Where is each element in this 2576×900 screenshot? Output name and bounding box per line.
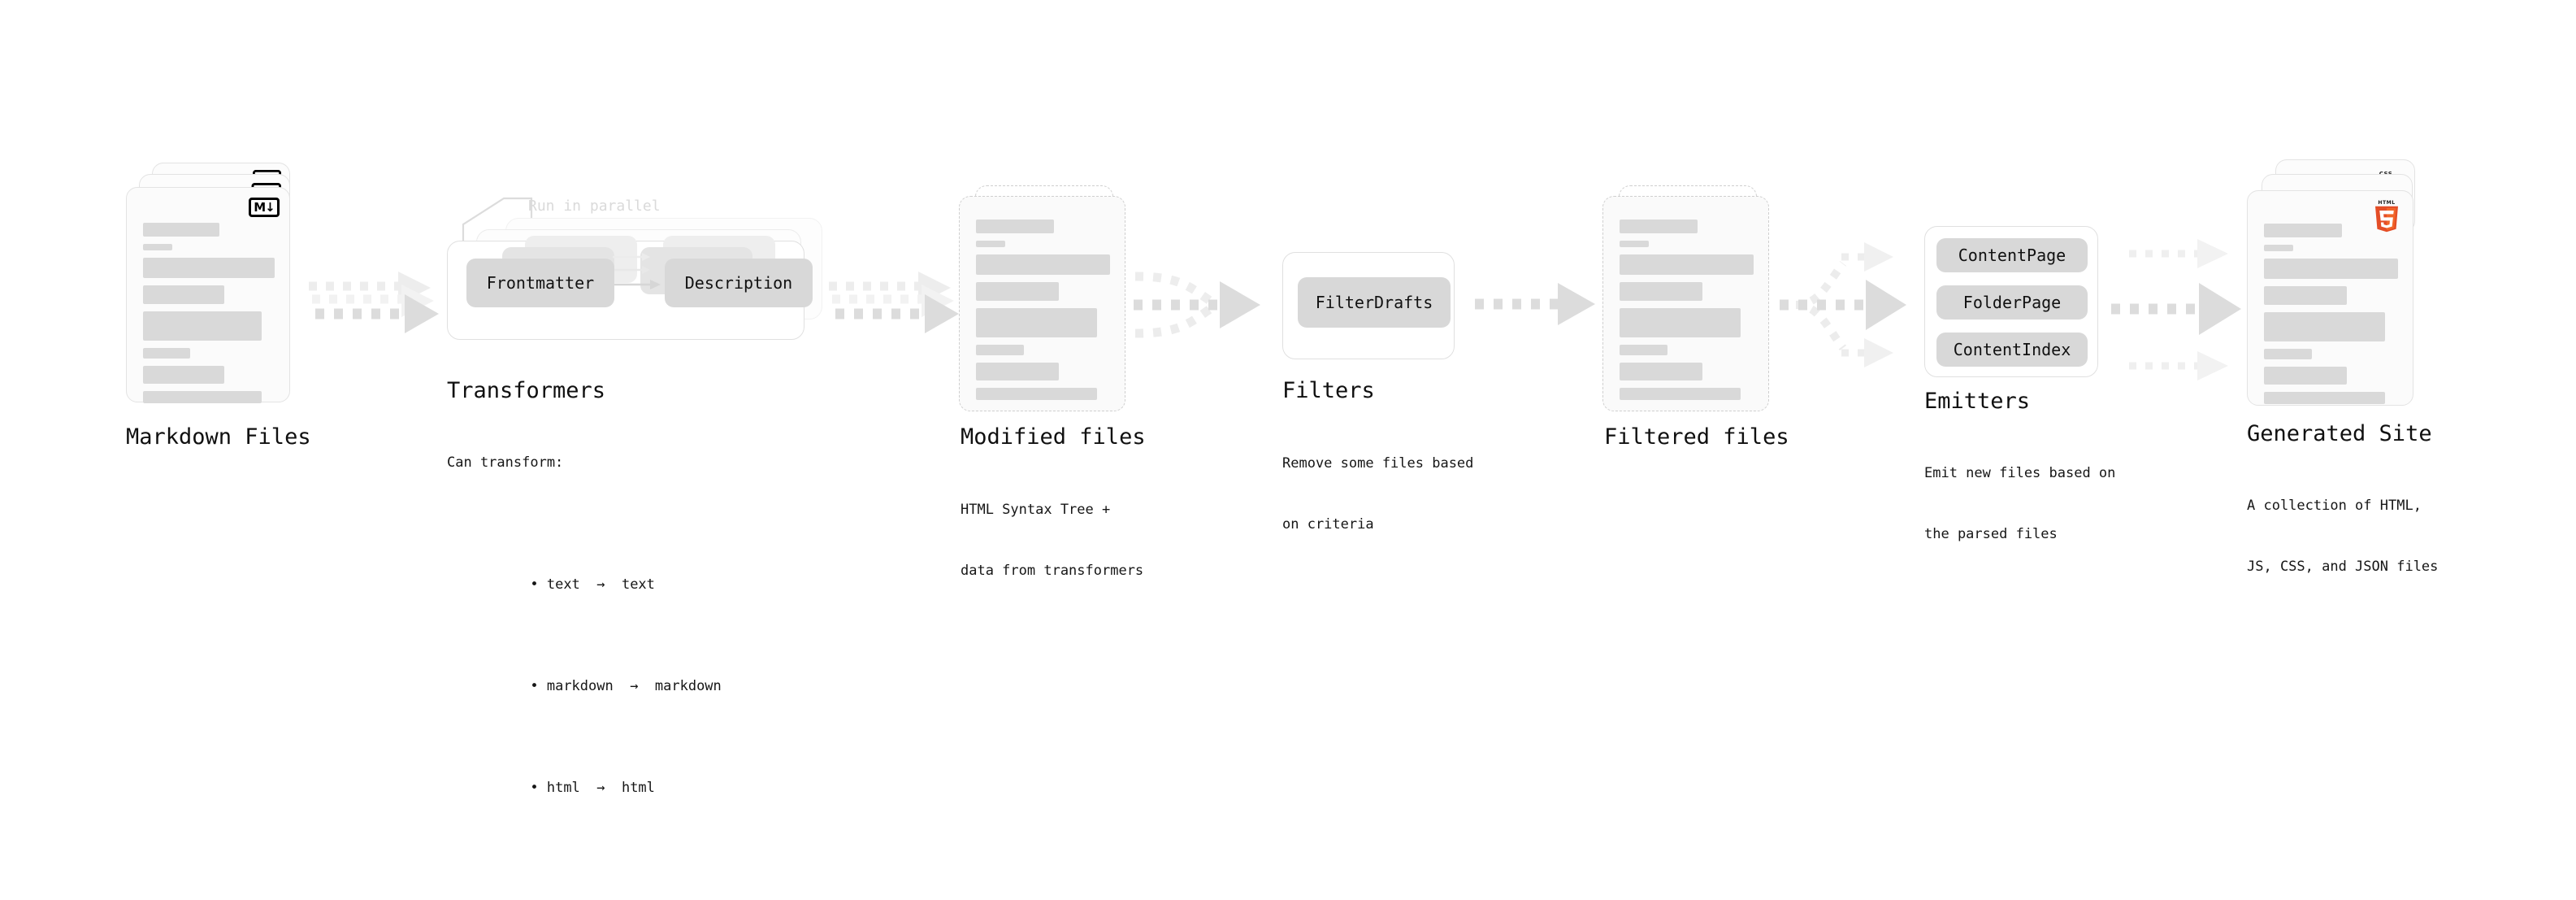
svg-text:HTML: HTML	[2378, 200, 2395, 206]
skeleton-bar	[976, 388, 1097, 400]
bullet-dot: •	[513, 576, 547, 593]
bullet-text: markdown → markdown	[546, 678, 722, 694]
markdown-files-card-stack: M↓ M↓ M↓	[126, 163, 297, 407]
stage-title-filters: Filters	[1282, 378, 1375, 403]
skeleton-bar	[2264, 245, 2294, 251]
skeleton-bar	[2264, 259, 2398, 279]
site-card-front-html: HTML	[2247, 190, 2413, 406]
skeleton-bar	[2264, 349, 2313, 359]
desc-line: Remove some files based	[1282, 455, 1474, 472]
transformer-pill-frontmatter[interactable]: Frontmatter	[466, 259, 614, 307]
site-card-skeleton	[2264, 224, 2398, 411]
skeleton-bar	[1620, 220, 1698, 233]
skeleton-bar	[143, 311, 262, 341]
skeleton-bar	[143, 223, 219, 237]
transformer-pill-description[interactable]: Description	[665, 259, 813, 307]
stage-desc-transformers: Can transform: • text → text • markdown …	[447, 412, 722, 900]
emitters-box: ContentPage FolderPage ContentIndex	[1924, 226, 2098, 377]
list-item: • html → html	[447, 758, 722, 819]
filters-box: FilterDrafts	[1282, 252, 1455, 359]
skeleton-bar	[2264, 367, 2348, 385]
list-item: • text → text	[447, 554, 722, 615]
diagram-canvas: M↓ M↓ M↓ Markdown Files	[126, 159, 2438, 796]
stage-title-markdown-files: Markdown Files	[126, 424, 311, 450]
bullet-text: html → html	[546, 780, 655, 796]
skeleton-bar	[2264, 312, 2385, 341]
skeleton-bar	[976, 282, 1060, 301]
skeleton-bar	[976, 241, 1006, 247]
transformer-inner-arrows-ghost	[613, 253, 650, 274]
skeleton-bar	[1620, 388, 1741, 400]
skeleton-bar	[1620, 345, 1668, 355]
skeleton-bar	[2264, 392, 2385, 404]
skeleton-bar	[976, 220, 1054, 233]
skeleton-bar	[1620, 308, 1741, 337]
skeleton-bar	[976, 254, 1110, 275]
emitter-pill-contentpage[interactable]: ContentPage	[1936, 238, 2088, 272]
skeleton-bar	[976, 345, 1025, 355]
skeleton-bar	[2264, 286, 2348, 305]
run-in-parallel-label: Run in parallel	[528, 198, 661, 215]
skeleton-bar	[143, 258, 275, 278]
stage-title-transformers: Transformers	[447, 378, 606, 403]
desc-line: HTML Syntax Tree +	[961, 502, 1111, 518]
arrow-markdown-to-transformers	[309, 272, 439, 333]
desc-line: A collection of HTML,	[2247, 498, 2422, 514]
skeleton-bar	[1620, 282, 1703, 301]
arrow-emitters-to-site	[2111, 239, 2241, 380]
desc-line: the parsed files	[1924, 526, 2058, 542]
desc-line: Emit new files based on	[1924, 465, 2116, 481]
stage-desc-generated-site: A collection of HTML, JS, CSS, and JSON …	[2247, 455, 2438, 618]
skeleton-bar	[143, 391, 262, 403]
transformer-inner-arrow	[614, 280, 661, 289]
bullet-dot: •	[513, 678, 547, 694]
filtered-card-front	[1602, 196, 1769, 411]
skeleton-bar	[1620, 254, 1754, 275]
arrow-filtered-to-emitters	[1780, 242, 1906, 367]
filtered-files-card-stack	[1602, 185, 1781, 429]
skeleton-bar	[1620, 241, 1650, 247]
skeleton-bar	[2264, 224, 2342, 237]
run-in-parallel-bracket	[462, 197, 533, 254]
modified-files-card-stack	[959, 185, 1138, 429]
skeleton-bar	[976, 308, 1097, 337]
generated-site-card-stack: CSS HTML	[2247, 159, 2434, 411]
stage-desc-modified-files: HTML Syntax Tree + data from transformer…	[961, 459, 1143, 622]
filtered-card-skeleton	[1620, 220, 1754, 407]
stage-title-generated-site: Generated Site	[2247, 421, 2432, 446]
skeleton-bar	[143, 348, 191, 359]
bullet-dot: •	[513, 780, 547, 796]
emitter-pill-folderpage[interactable]: FolderPage	[1936, 285, 2088, 320]
modified-card-front	[959, 196, 1125, 411]
arrow-filters-to-filtered	[1475, 283, 1595, 325]
arrow-transformers-to-modified	[829, 272, 959, 333]
transformers-group: Frontmatter Description	[447, 218, 829, 356]
modified-card-skeleton	[976, 220, 1110, 407]
transformers-desc-intro: Can transform:	[447, 454, 564, 471]
list-item: • markdown → markdown	[447, 656, 722, 717]
bullet-text: text → text	[546, 576, 655, 593]
skeleton-bar	[143, 366, 225, 384]
html5-badge: HTML	[2375, 200, 2398, 233]
filter-pill-filterdrafts[interactable]: FilterDrafts	[1298, 277, 1451, 328]
skeleton-bar	[143, 285, 225, 304]
markdown-card-skeleton	[143, 223, 275, 411]
desc-line: JS, CSS, and JSON files	[2247, 559, 2439, 575]
desc-line: on criteria	[1282, 516, 1374, 533]
markdown-badge: M↓	[249, 198, 280, 217]
stage-desc-emitters: Emit new files based on the parsed files	[1924, 423, 2115, 585]
arrow-modified-to-filters	[1134, 272, 1260, 338]
skeleton-bar	[976, 363, 1060, 380]
skeleton-bar	[1620, 363, 1703, 380]
markdown-card-front: M↓	[126, 187, 290, 403]
stage-desc-filters: Remove some files based on criteria	[1282, 413, 1473, 576]
skeleton-bar	[143, 244, 172, 250]
stage-title-filtered-files: Filtered files	[1604, 424, 1789, 450]
stage-title-emitters: Emitters	[1924, 389, 2031, 414]
emitter-pill-contentindex[interactable]: ContentIndex	[1936, 333, 2088, 367]
desc-line: data from transformers	[961, 563, 1144, 579]
transformers-bullet-list: • text → text • markdown → markdown • ht…	[447, 514, 722, 859]
stage-title-modified-files: Modified files	[961, 424, 1146, 450]
